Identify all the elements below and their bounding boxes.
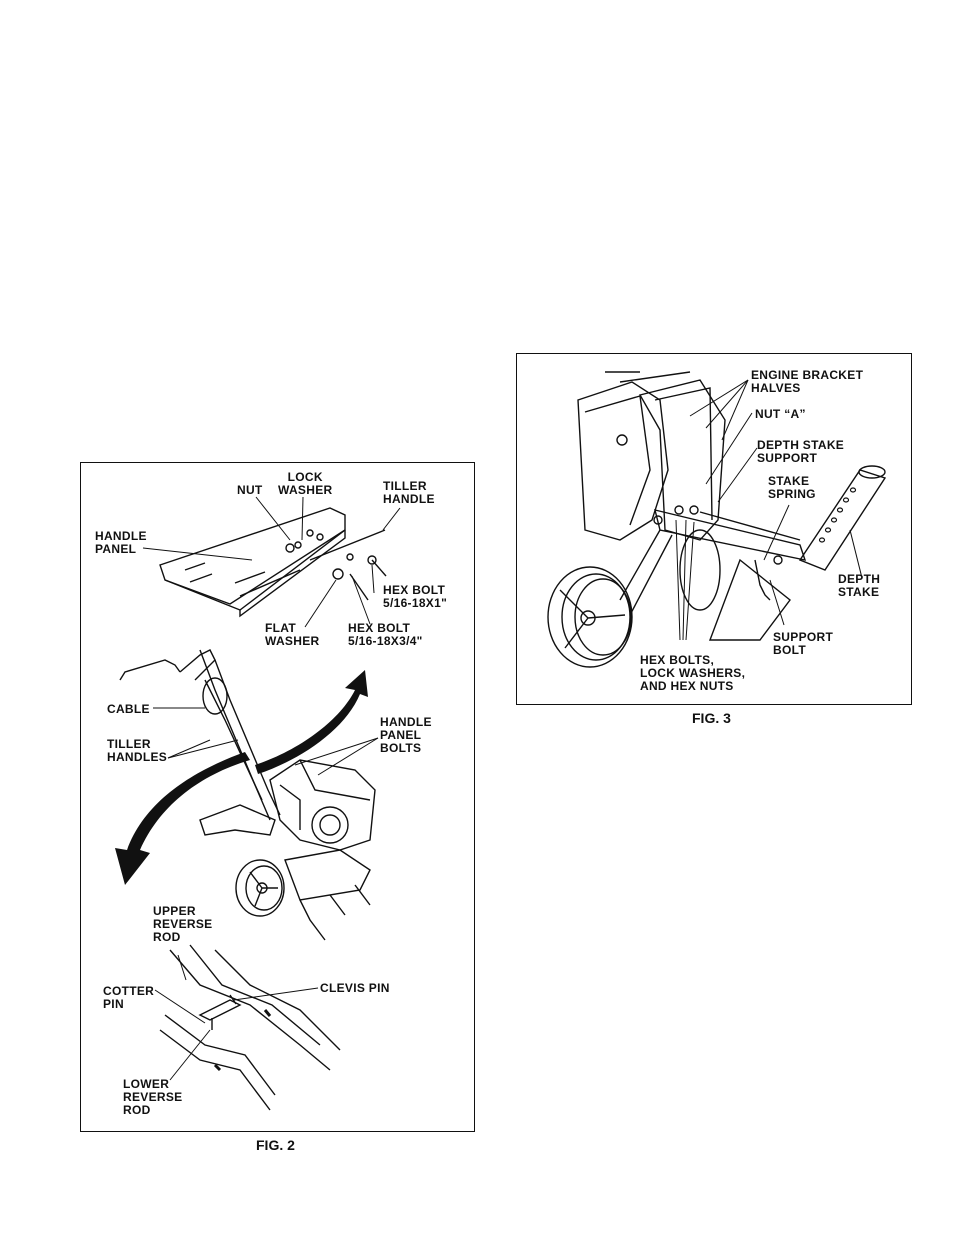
fig3-leader-lines [676, 380, 862, 640]
fig3-frame [516, 353, 912, 705]
fig2-arrow-down-icon [115, 752, 250, 885]
fig2-leader-lines-middle [153, 708, 378, 775]
fig2-hex-bolt-icon [368, 556, 376, 564]
fig2-caption: FIG. 2 [256, 1137, 295, 1153]
label-handle-panel: HANDLE PANEL [95, 529, 147, 556]
label-nut-a: NUT “A” [755, 407, 806, 421]
label-handle-panel-bolts: HANDLE PANEL BOLTS [380, 715, 432, 755]
fig3-bolt-icon [617, 435, 627, 445]
fig3-tiller-body [578, 382, 668, 540]
fig2-flat-washer-icon [333, 569, 343, 579]
fig2-leader-lines-bottom [155, 955, 318, 1080]
label-depth-stake: DEPTH STAKE [838, 572, 881, 599]
fig3-hex-bolt-icon [675, 506, 683, 514]
fig3-blade [710, 560, 790, 640]
label-lower-reverse-rod: LOWER REVERSE ROD [123, 1077, 183, 1117]
label-tiller-handle: TILLER HANDLE [383, 479, 435, 506]
fig2-leader-lines-top [143, 497, 400, 627]
fig3-stake-holes [820, 488, 856, 542]
fig2-reverse-rod-detail [160, 945, 340, 1110]
label-hex-bolt-1: HEX BOLT 5/16-18X1" [383, 583, 448, 610]
fig2-arrow-up-icon [255, 670, 368, 774]
label-clevis-pin: CLEVIS PIN [320, 981, 390, 995]
fig3-engine-bracket [640, 380, 725, 540]
label-cable: CABLE [107, 702, 150, 716]
fig3-caption: FIG. 3 [692, 710, 731, 726]
label-tiller-handles: TILLER HANDLES [107, 737, 168, 764]
fig3-depth-stake [800, 470, 885, 570]
label-engine-bracket-halves: ENGINE BRACKET HALVES [751, 368, 864, 395]
label-support-bolt: SUPPORT BOLT [773, 630, 834, 657]
label-cotter-pin: COTTER PIN [103, 984, 155, 1011]
label-lock-washer: LOCK WASHER [278, 470, 333, 497]
label-depth-stake-support: DEPTH STAKE SUPPORT [757, 438, 845, 465]
fig3-stake-spring [755, 560, 770, 600]
label-hex-bolts: HEX BOLTS, LOCK WASHERS, AND HEX NUTS [640, 653, 746, 693]
label-stake-spring: STAKE SPRING [768, 474, 816, 501]
label-nut: NUT [237, 483, 263, 497]
label-upper-reverse-rod: UPPER REVERSE ROD [153, 904, 213, 944]
fig3-wheel-icon [548, 567, 632, 667]
label-flat-washer: FLAT WASHER [265, 621, 320, 648]
fig2-tiller-icon [120, 650, 375, 940]
label-hex-bolt-2: HEX BOLT 5/16-18X3/4" [348, 621, 423, 648]
